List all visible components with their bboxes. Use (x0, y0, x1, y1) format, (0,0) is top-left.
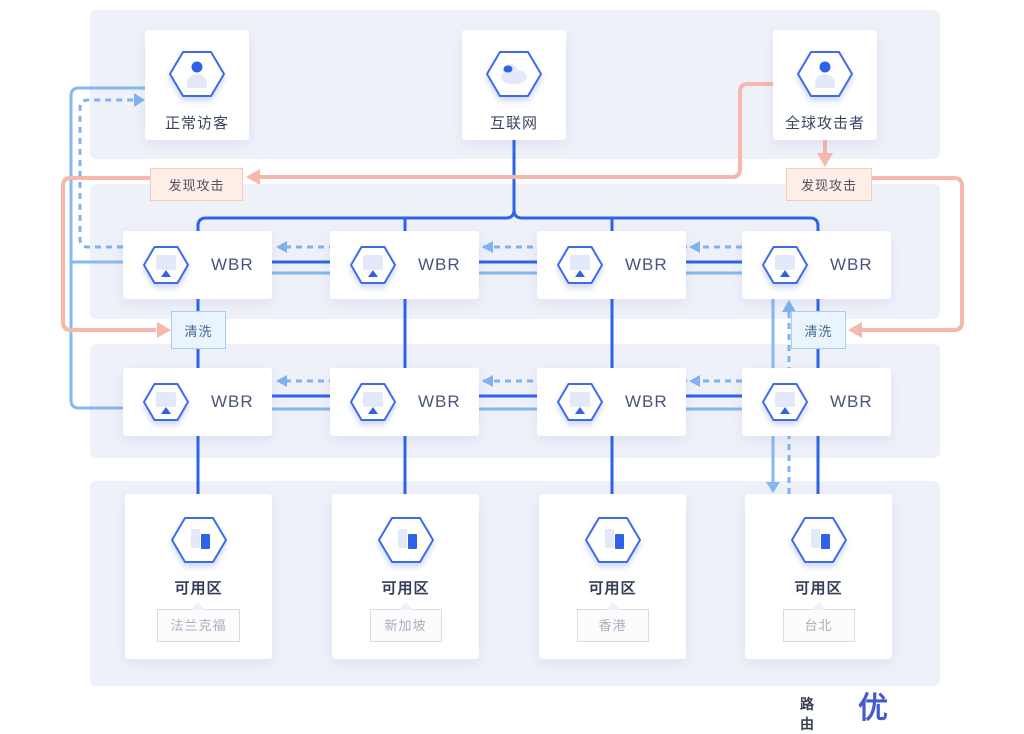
node-label: 互联网 (489, 115, 538, 132)
zone-node-singapore: 可用区 新加坡 (332, 494, 479, 659)
wbr-label: WBR (418, 255, 461, 274)
zone-location-chip: 台北 (782, 602, 855, 642)
zone-node-frankfurt: 可用区 法兰克福 (125, 494, 272, 659)
zone-hexagon-icon (584, 517, 641, 563)
badge-label: 发现攻击 (168, 178, 225, 193)
wbr-label: WBR (625, 392, 668, 411)
zone-location: 新加坡 (384, 618, 427, 633)
zone-location-chip: 新加坡 (369, 602, 442, 642)
wbr-node-r2c2: WBR (330, 368, 479, 436)
chip-caret-icon (398, 602, 413, 610)
zone-label: 可用区 (174, 580, 223, 597)
wbr-node-r1c1: WBR (123, 231, 272, 299)
clean-badge-left: 清洗 (171, 311, 226, 349)
zone-location-chip: 香港 (576, 602, 649, 642)
wbr-label: WBR (418, 392, 461, 411)
chip-caret-icon (191, 602, 206, 610)
zone-location-chip: 法兰克福 (157, 602, 240, 642)
node-global-attacker: 全球攻击者 (773, 30, 877, 140)
wbr-label: WBR (211, 392, 254, 411)
cloud-hexagon-icon (486, 51, 542, 97)
node-normal-visitor: 正常访客 (145, 30, 249, 140)
wbr-hexagon-icon (557, 383, 603, 421)
badge-label: 清洗 (184, 323, 213, 339)
attack-mitigation-lines (61, 82, 964, 332)
zone-label: 可用区 (588, 580, 637, 597)
attack-found-badge-right: 发现攻击 (786, 168, 872, 201)
wbr-hexagon-icon (143, 383, 189, 421)
wbr-hexagon-icon (143, 246, 189, 284)
wbr-hexagon-icon (762, 383, 808, 421)
wbr-label: WBR (830, 255, 873, 274)
wbr-label: WBR (211, 255, 254, 274)
dashed-line-arrowheads (134, 93, 796, 387)
badge-label: 清洗 (804, 323, 833, 339)
wbr-hexagon-icon (762, 246, 808, 284)
node-label: 正常访客 (164, 115, 229, 132)
user-hexagon-icon (169, 51, 225, 97)
wbr-node-r1c3: WBR (537, 231, 686, 299)
wbr-node-r2c1: WBR (123, 368, 272, 436)
zone-location: 香港 (598, 618, 627, 633)
zone-label: 可用区 (794, 580, 843, 597)
wbr-label: WBR (830, 392, 873, 411)
zone-node-hongkong: 可用区 香港 (539, 494, 686, 659)
wbr-hexagon-icon (350, 383, 396, 421)
chip-caret-icon (811, 602, 826, 610)
node-label: 全球攻击者 (784, 115, 865, 132)
zone-node-taipei: 可用区 台北 (745, 494, 892, 659)
wbr-label: WBR (625, 255, 668, 274)
attacker-hexagon-icon (797, 51, 853, 97)
zone-hexagon-icon (377, 517, 434, 563)
zone-location: 台北 (804, 618, 833, 633)
wbr-hexagon-icon (557, 246, 603, 284)
wbr-hexagon-icon (350, 246, 396, 284)
zone-hexagon-icon (790, 517, 847, 563)
zone-location: 法兰克福 (170, 618, 227, 633)
chip-caret-icon (605, 602, 620, 610)
zone-label: 可用区 (381, 580, 430, 597)
watermark-site-text: 优乐评测网 (858, 692, 889, 725)
sky-blue-arrowheads (766, 482, 780, 493)
pink-arrowheads (157, 153, 862, 338)
primary-blue-lines (131, 140, 883, 494)
badge-label: 发现攻击 (800, 178, 857, 193)
node-internet: 互联网 (462, 30, 566, 140)
wbr-node-r2c4: WBR (742, 368, 891, 436)
zone-hexagon-icon (170, 517, 227, 563)
wbr-node-r1c2: WBR (330, 231, 479, 299)
wbr-node-r2c3: WBR (537, 368, 686, 436)
attack-found-badge-left: 发现攻击 (150, 168, 243, 201)
clean-badge-right: 清洗 (791, 311, 846, 349)
wbr-node-r1c4: WBR (742, 231, 891, 299)
watermark-overlay-text: 路由通告 (800, 696, 815, 732)
